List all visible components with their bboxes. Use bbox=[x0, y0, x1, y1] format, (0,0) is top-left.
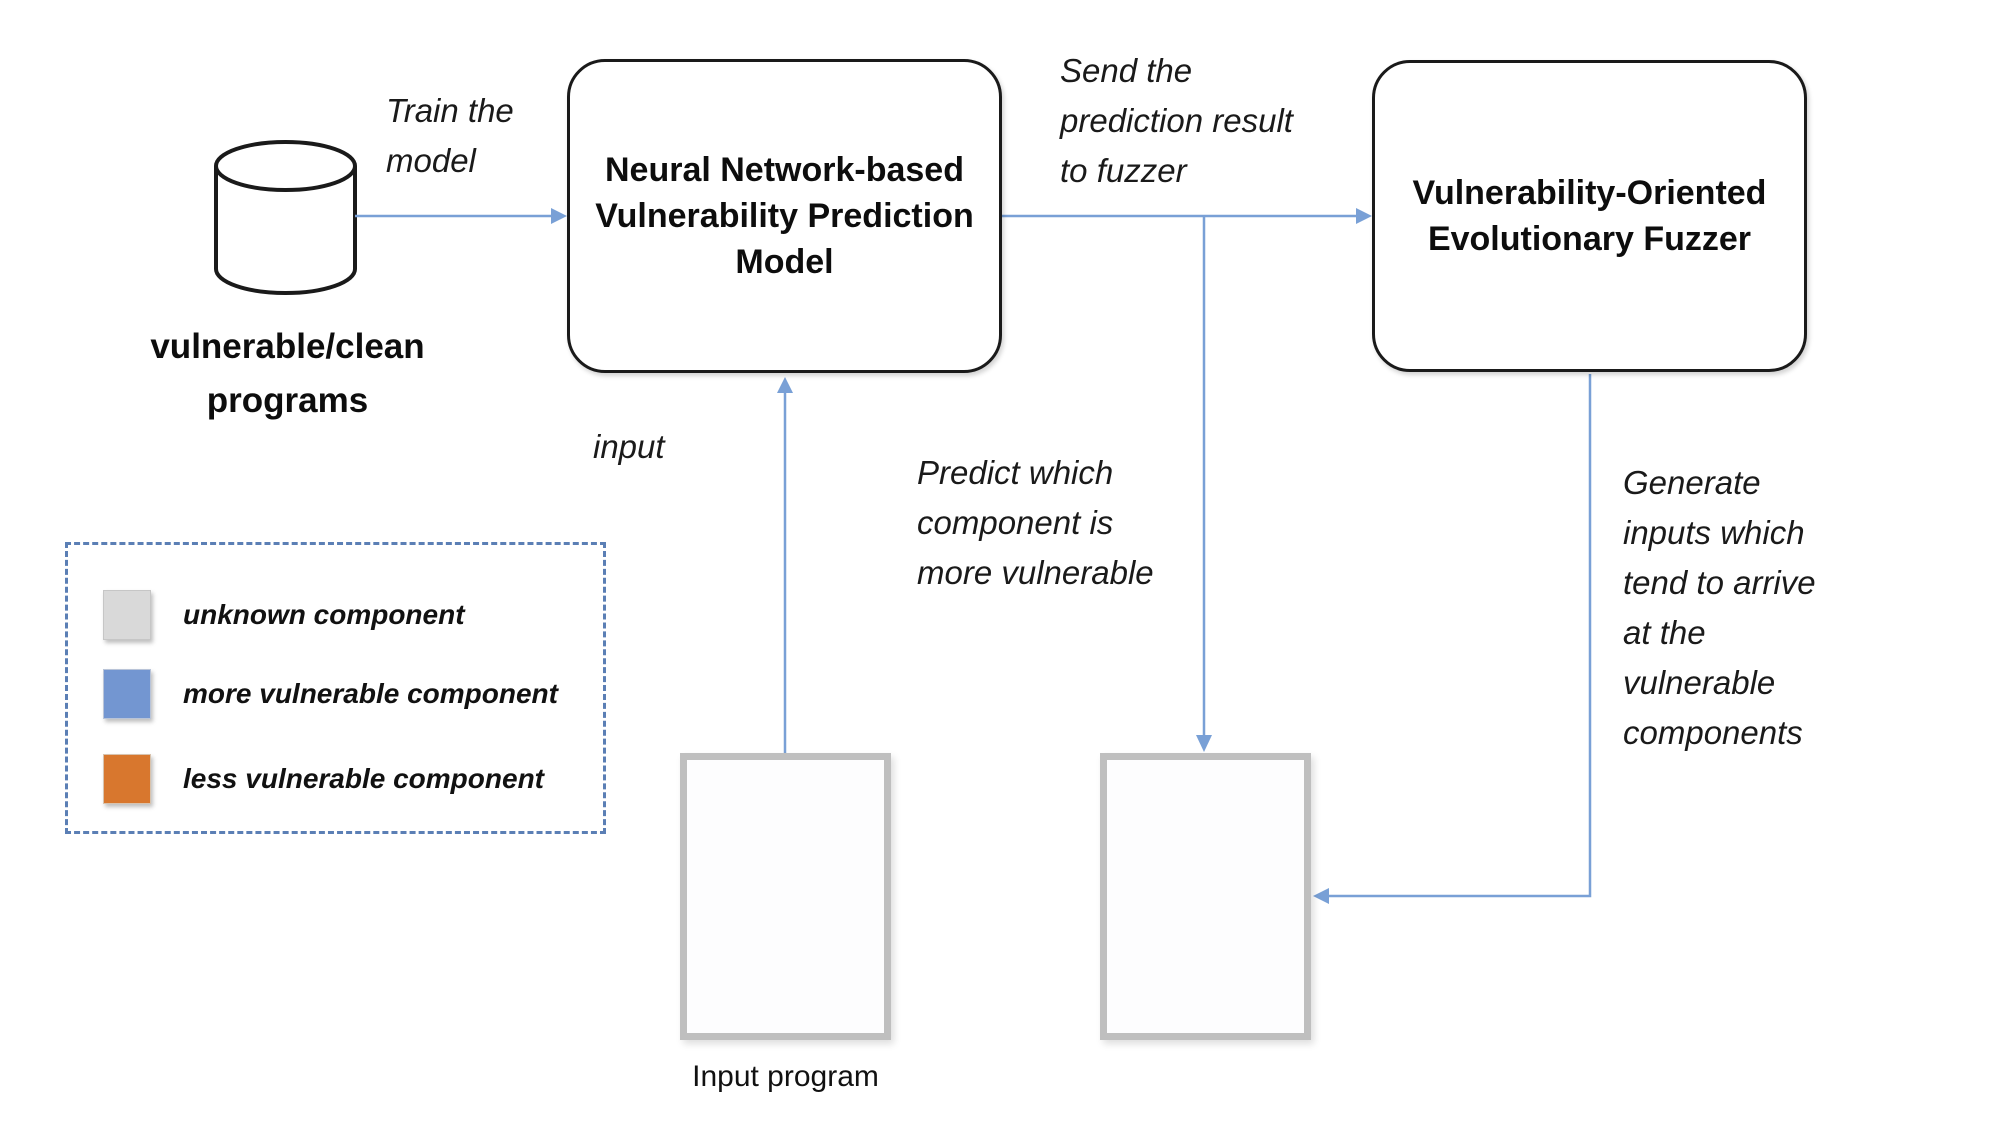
predict-arrow bbox=[1196, 216, 1212, 752]
input-arrow bbox=[777, 377, 793, 753]
predict-label: Predict which component is more vulnerab… bbox=[917, 454, 1154, 591]
model-box: Neural Network-based Vulnerability Predi… bbox=[567, 59, 1002, 373]
database-label: vulnerable/clean programs bbox=[150, 327, 425, 420]
predicted-program-box bbox=[1100, 753, 1311, 1040]
legend-label: unknown component bbox=[183, 599, 465, 630]
legend-label: less vulnerable component bbox=[183, 763, 544, 794]
legend-label: more vulnerable component bbox=[183, 678, 558, 709]
train-arrow bbox=[355, 208, 567, 224]
legend-item-less-vulnerable: less vulnerable component bbox=[103, 754, 544, 804]
send-arrow bbox=[1002, 208, 1372, 224]
generate-label: Generate inputs which tend to arrive at … bbox=[1623, 464, 1816, 751]
less-vulnerable-swatch-icon bbox=[103, 754, 151, 804]
fuzzer-box: Vulnerability-Oriented Evolutionary Fuzz… bbox=[1372, 60, 1807, 372]
legend-box: unknown component more vulnerable compon… bbox=[65, 542, 606, 834]
send-label: Send the prediction result to fuzzer bbox=[1060, 52, 1293, 189]
generate-arrow bbox=[1313, 374, 1592, 904]
legend-item-unknown: unknown component bbox=[103, 590, 465, 640]
input-program-caption: Input program bbox=[692, 1060, 879, 1093]
input-label: input bbox=[593, 428, 665, 465]
input-program-box bbox=[680, 753, 891, 1040]
train-label: Train the model bbox=[386, 92, 514, 179]
more-vulnerable-swatch-icon bbox=[103, 669, 151, 719]
unknown-component-swatch-icon bbox=[103, 590, 151, 640]
database-cylinder-icon bbox=[214, 140, 357, 295]
legend-item-more-vulnerable: more vulnerable component bbox=[103, 669, 558, 719]
